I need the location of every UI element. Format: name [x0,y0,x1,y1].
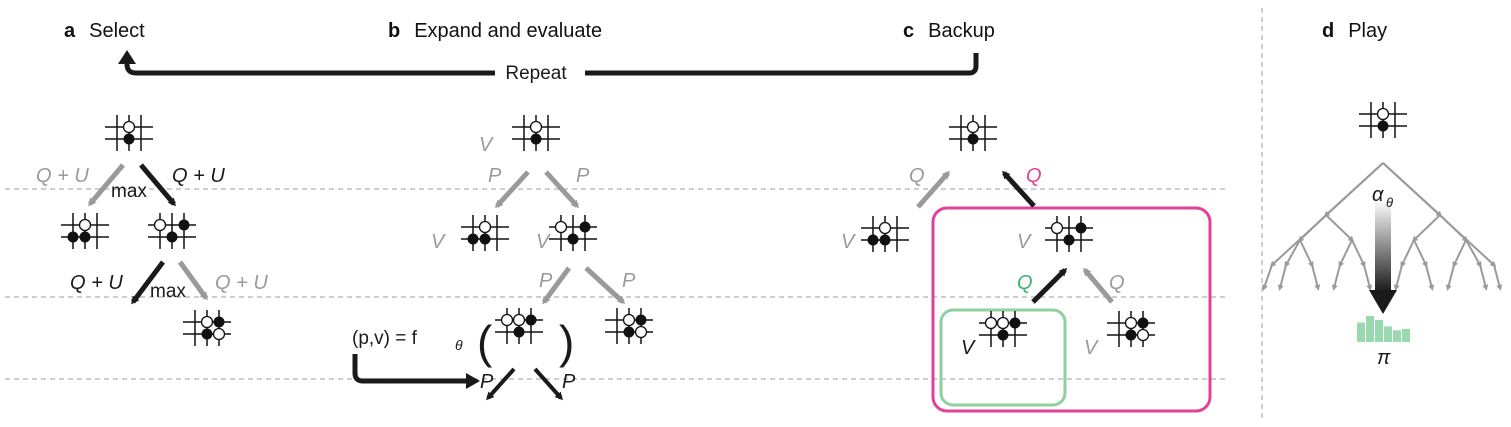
panel-a-tree [61,115,231,346]
backup-box-magenta [931,206,1212,413]
label-qu-a1: Q + U [36,165,89,187]
board-a-right [148,213,196,249]
label-q-c1: Q [909,165,925,187]
edge-b-left [494,170,530,209]
panel-d-letter: d [1322,20,1335,42]
edge-b-right [544,170,580,209]
board-b-leaf-right [605,308,653,344]
policy-bar [1375,319,1383,342]
board-c-right [1045,216,1093,252]
panel-b-tree [352,115,653,401]
repeat-label: Repeat [505,63,567,84]
label-q-c4: Q [1109,272,1125,294]
label-p-b1: P [488,165,502,187]
board-root-b [512,115,560,151]
board-b-leaf-new [495,308,543,344]
network-label: (p,v) = f [352,328,418,349]
panel-a-letter: a [64,20,76,42]
panel-d-header: d Play [1322,20,1387,43]
play-arrow-shaft [1375,200,1391,292]
panel-a-title: Select [89,20,145,42]
label-qu-a3: Q + U [70,272,123,294]
panel-c-title: Backup [928,20,995,42]
paren-left: ( [477,316,493,368]
label-qu-a4: Q + U [215,272,268,294]
label-p-b6: P [562,371,576,393]
network-arrowhead [466,373,480,389]
edge-a-rr [177,260,209,301]
label-v-b-right: V [536,231,551,253]
label-p-b2: P [576,165,590,187]
label-p-b3: P [539,270,553,292]
level-separators [5,188,1225,380]
label-v-b-root: V [479,134,494,156]
board-a-leaf [183,310,231,346]
policy-bar [1402,329,1410,342]
label-max-a1: max [111,181,147,202]
edge-b-new-left [485,367,516,401]
board-a-left [61,213,109,249]
label-v-c-mid: V [1017,231,1032,253]
panel-a-header: a Select [64,20,145,43]
board-root-d [1359,102,1407,138]
panel-b-header: b Expand and evaluate [388,20,602,43]
backup-box-green [939,308,1067,407]
policy-bar [1393,330,1401,342]
panel-c-tree [861,115,1212,413]
label-p-b4: P [622,270,636,292]
repeat-arrowhead [118,50,136,64]
edge-c-mid-left [1031,267,1068,304]
panel-d-title: Play [1348,20,1388,42]
panel-c-header: c Backup [903,20,995,43]
label-alpha-theta: θ [1386,195,1393,210]
panel-b-title: Expand and evaluate [414,20,603,42]
label-max-a2: max [150,281,186,302]
label-v-b-left: V [431,231,446,253]
label-p-b5: P [480,371,494,393]
repeat-loop-arrow [118,50,979,76]
label-v-c-left: V [841,231,856,253]
label-alpha: α [1372,184,1384,206]
edge-a-rl [131,260,165,305]
board-b-right [549,215,597,251]
label-q-c3: Q [1017,272,1033,294]
network-arrow [352,354,468,384]
edge-c-up-right [1001,170,1036,208]
board-root-a [105,115,153,151]
play-search-tree [1262,162,1503,291]
board-c-leaf-new [979,311,1027,347]
board-root-c [949,115,997,151]
policy-bar [1366,316,1374,342]
edge-b-rr [584,266,626,305]
board-b-left [461,215,509,251]
label-qu-a2: Q + U [172,165,225,187]
panel-d-play [1262,102,1503,342]
play-arrowhead [1369,290,1397,314]
policy-bar [1357,322,1365,342]
board-c-leaf-right [1107,311,1155,347]
edge-b-rl [541,266,572,305]
panel-c-letter: c [903,20,915,42]
label-v-c-leaf: V [961,337,976,359]
policy-bar [1384,326,1392,342]
edge-b-new-right [533,367,564,401]
label-q-c2: Q [1026,165,1042,187]
edge-a-right [139,163,176,207]
edge-a-left [88,163,125,207]
board-c-left [861,216,909,252]
paren-right: ) [559,316,574,368]
panel-b-letter: b [388,20,401,42]
edge-c-up-left [916,170,950,209]
edge-c-mid-right [1083,267,1114,304]
network-theta: θ [455,337,463,353]
policy-histogram [1357,316,1410,342]
label-v-c-leaf-right: V [1084,337,1099,359]
label-pi: π [1377,347,1391,369]
